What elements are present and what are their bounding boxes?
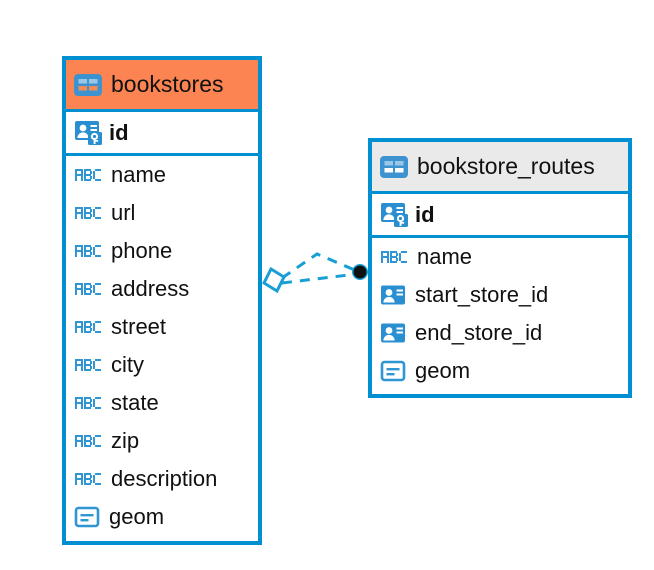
field-label-zip: zip — [111, 428, 140, 453]
field-row-start-store-id[interactable]: start_store_id — [372, 276, 628, 314]
abc-text-icon — [74, 469, 102, 489]
geometry-icon — [74, 505, 100, 529]
filled-circle-marker — [352, 264, 368, 280]
table-icon — [74, 73, 102, 97]
field-label-description: description — [111, 466, 218, 491]
id-card-icon — [380, 322, 406, 344]
field-label-state: state — [111, 390, 159, 415]
field-row-description[interactable]: description — [66, 460, 258, 498]
entity-table-bookstores[interactable]: bookstores id — [62, 56, 262, 545]
abc-text-icon — [74, 203, 102, 223]
field-row-end-store-id[interactable]: end_store_id — [372, 314, 628, 352]
field-row-address[interactable]: address — [66, 270, 258, 308]
relationship-line-lower — [281, 272, 358, 285]
field-label-url: url — [111, 200, 136, 225]
field-label-geom: geom — [415, 358, 471, 383]
field-label-city: city — [111, 352, 144, 377]
field-label-id: id — [109, 119, 129, 145]
field-row-name[interactable]: name — [372, 238, 628, 276]
field-row-street[interactable]: street — [66, 308, 258, 346]
abc-text-icon — [74, 355, 102, 375]
field-row-primary-key[interactable]: id — [66, 112, 258, 156]
entity-table-bookstore-routes[interactable]: bookstore_routes id — [368, 138, 632, 398]
entity-title-bookstores: bookstores — [111, 71, 224, 97]
abc-text-icon — [74, 279, 102, 299]
primary-key-icon — [380, 201, 410, 229]
field-row-state[interactable]: state — [66, 384, 258, 422]
field-label-geom: geom — [109, 504, 165, 529]
abc-text-icon — [380, 247, 408, 267]
relationship-line-upper — [281, 252, 358, 280]
abc-text-icon — [74, 431, 102, 451]
field-row-url[interactable]: url — [66, 194, 258, 232]
abc-text-icon — [74, 393, 102, 413]
diamond-marker — [262, 266, 286, 294]
field-row-city[interactable]: city — [66, 346, 258, 384]
field-row-phone[interactable]: phone — [66, 232, 258, 270]
entity-header-bookstore-routes[interactable]: bookstore_routes — [372, 142, 628, 194]
field-label-start-store-id: start_store_id — [415, 282, 549, 307]
field-label-phone: phone — [111, 238, 173, 263]
field-row-geom[interactable]: geom — [66, 498, 258, 536]
field-row-primary-key[interactable]: id — [372, 194, 628, 238]
abc-text-icon — [74, 241, 102, 261]
relationship-connector[interactable] — [255, 238, 385, 310]
entity-header-bookstores[interactable]: bookstores — [66, 60, 258, 112]
abc-text-icon — [74, 317, 102, 337]
field-label-address: address — [111, 276, 190, 301]
field-row-geom[interactable]: geom — [372, 352, 628, 390]
field-row-zip[interactable]: zip — [66, 422, 258, 460]
field-label-name: name — [417, 244, 473, 269]
table-icon — [380, 155, 408, 179]
field-label-id: id — [415, 201, 435, 227]
field-row-name[interactable]: name — [66, 156, 258, 194]
field-label-name: name — [111, 162, 167, 187]
field-label-end-store-id: end_store_id — [415, 320, 543, 345]
primary-key-icon — [74, 119, 104, 147]
entity-title-bookstore-routes: bookstore_routes — [417, 153, 595, 179]
id-card-icon — [380, 284, 406, 306]
geometry-icon — [380, 359, 406, 383]
abc-text-icon — [74, 165, 102, 185]
field-label-street: street — [111, 314, 167, 339]
